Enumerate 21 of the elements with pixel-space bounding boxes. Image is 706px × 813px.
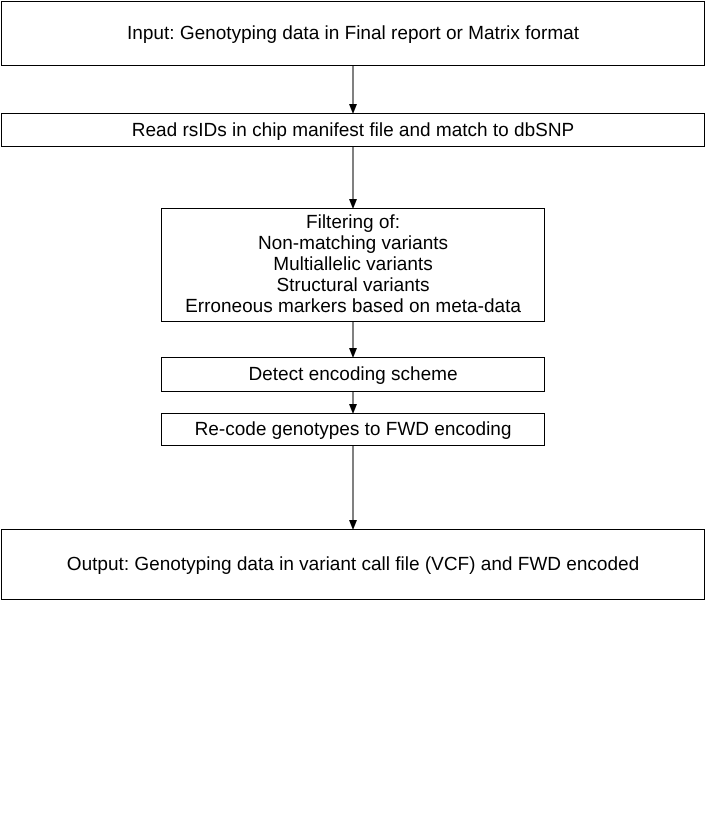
process-box (161, 413, 545, 446)
box-text: Re-code genotypes to FWD encoding (194, 419, 512, 440)
process-box (1, 1, 705, 66)
arrow (349, 446, 357, 530)
arrow (349, 322, 357, 358)
arrow (349, 392, 357, 414)
arrow (349, 66, 357, 114)
box-text: Detect encoding scheme (248, 364, 458, 385)
box-text: Structural variants (276, 275, 430, 296)
process-box (161, 208, 545, 322)
box-text: Non-matching variants (258, 233, 448, 254)
box-text: Input: Genotyping data in Final report or Matrix format (127, 23, 579, 44)
box-text: Output: Genotyping data in variant call file (VCF) and FWD encoded (66, 554, 640, 575)
box-text: Erroneous markers based on meta-data (185, 296, 521, 317)
box-heading: Filtering of: (306, 212, 400, 233)
arrow (349, 146, 357, 209)
box-text: Read rsIDs in chip manifest file and match to dbSNP (132, 120, 574, 140)
process-box (1, 113, 705, 147)
box-text: Multiallelic variants (273, 254, 433, 275)
process-box (161, 357, 545, 392)
process-box (1, 529, 705, 600)
